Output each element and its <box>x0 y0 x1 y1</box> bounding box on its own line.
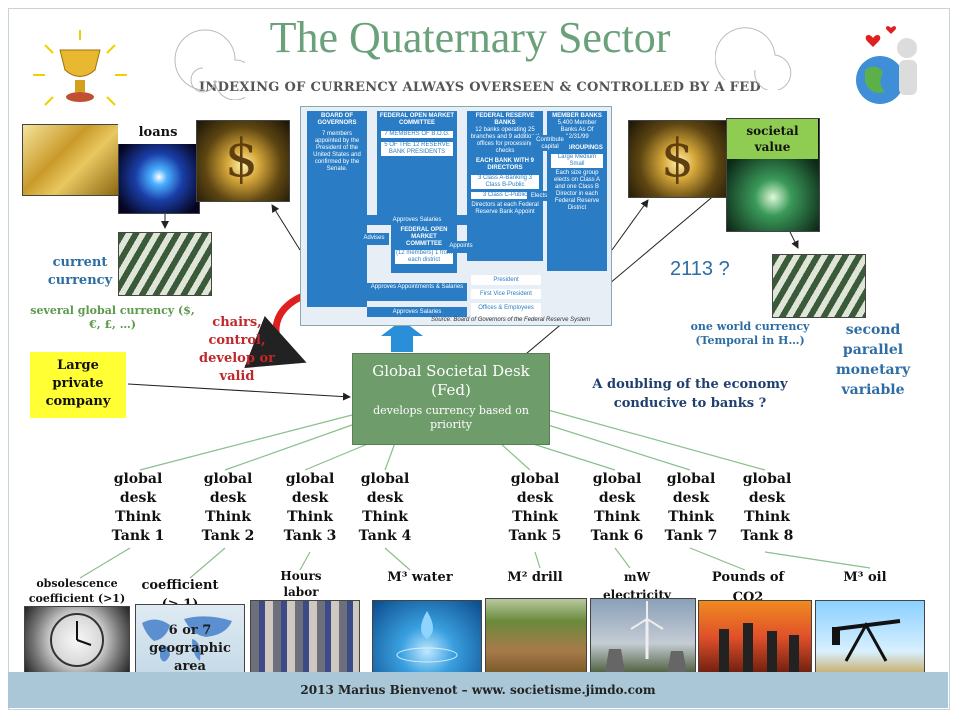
grail-icon <box>33 30 127 106</box>
water-drop-image <box>372 600 482 674</box>
drill-label: M² drill <box>507 570 563 585</box>
doubling-label: A doubling of the economy conducive to b… <box>592 377 788 411</box>
slide-frame <box>8 8 950 710</box>
geographic-area-label: 6 or 7 geographic area <box>149 623 231 674</box>
second-parallel-label: second parallel monetary variable <box>835 322 911 398</box>
think-tank-1: global desk Think Tank 1 <box>111 471 165 544</box>
smokestacks-image <box>698 600 812 674</box>
global-societal-desk: Global Societal Desk (Fed) develops curr… <box>352 353 550 445</box>
obsolescence-label: obsolescence coefficient (>1) <box>28 577 126 605</box>
large-company-box: Large private company <box>30 352 126 418</box>
fomc-twelve-box: FEDERAL OPEN MARKET COMMITTEE (12 member… <box>391 225 457 273</box>
think-tank-3: global desk Think Tank 3 <box>283 471 337 544</box>
reserve-banks-box: FEDERAL RESERVE BANKS 12 banks operating… <box>467 111 543 261</box>
oil-pump-image <box>815 600 925 674</box>
current-currency-label: current currency <box>47 255 113 288</box>
dollar-coin-image-right: $ <box>628 120 730 198</box>
oil-pump-icon <box>832 619 901 662</box>
societal-value-label: societal value <box>746 124 799 154</box>
think-tank-8: global desk Think Tank 8 <box>740 471 794 544</box>
fed-org-chart: BOARD OF GOVERNORS 7 members appointed b… <box>300 106 612 326</box>
smokestack-icon <box>719 623 799 673</box>
world-map-icon <box>142 616 232 662</box>
clock-image <box>24 606 130 674</box>
line-tank3 <box>304 442 371 471</box>
line-tank2 <box>224 424 353 471</box>
page-title: The Quaternary Sector <box>269 13 671 62</box>
line-tank8 <box>547 409 766 471</box>
footer-credit: 2013 Marius Bienvenot – www. societisme.… <box>300 683 656 697</box>
line-b1 <box>79 547 131 579</box>
clock-icon <box>50 613 104 667</box>
think-tank-7: global desk Think Tank 7 <box>664 471 718 544</box>
year-label: 2113 ? <box>670 258 730 280</box>
think-tank-5: global desk Think Tank 5 <box>508 471 562 544</box>
world-map-image <box>135 604 245 674</box>
line-tank1 <box>139 414 353 471</box>
footer-bar: 2013 Marius Bienvenot – www. societisme.… <box>8 672 948 708</box>
think-tank-2: global desk Think Tank 2 <box>201 471 255 544</box>
water-drop-icon <box>396 611 458 663</box>
water-label: M³ water <box>387 570 453 585</box>
dollar-sign-icon: $ <box>661 129 695 189</box>
think-tank-6: global desk Think Tank 6 <box>590 471 644 544</box>
page-subtitle: INDEXING OF CURRENCY ALWAYS OVERSEEN & C… <box>199 80 761 95</box>
fomc-box: FEDERAL OPEN MARKET COMMITTEE 7 MEMBERS … <box>377 111 457 215</box>
dollar-coin-image: $ <box>196 120 290 202</box>
spiral-left-icon <box>174 29 245 100</box>
banknotes-image-right <box>772 254 866 318</box>
line-tank6 <box>529 442 616 471</box>
line-tank4 <box>384 442 396 471</box>
drill-field-image <box>485 598 587 674</box>
one-world-label: one world currency (Temporal in H…) <box>690 320 810 347</box>
wind-turbine-image <box>590 598 696 674</box>
line-tank5 <box>499 442 531 471</box>
hours-label: Hours labor <box>280 569 322 599</box>
gold-bars-image <box>22 124 120 196</box>
oil-label: M³ oil <box>843 570 887 585</box>
loans-label: loans <box>138 125 178 140</box>
board-of-governors-box: BOARD OF GOVERNORS 7 members appointed b… <box>307 111 367 307</box>
spiral-right-icon <box>715 27 792 90</box>
think-tank-4: global desk Think Tank 4 <box>358 471 412 544</box>
dollar-sign-icon: $ <box>225 129 259 189</box>
line-tank7 <box>547 424 691 471</box>
chairs-label: chairs, control, develop or valid <box>199 315 275 384</box>
globe-figure-icon <box>856 26 917 104</box>
wind-turbine-icon <box>605 601 687 673</box>
factory-workers-image <box>250 600 360 674</box>
banknotes-image <box>118 232 212 296</box>
line-b2 <box>189 547 226 579</box>
several-currency-label: several global currency ($, €, £, …) <box>30 304 195 331</box>
